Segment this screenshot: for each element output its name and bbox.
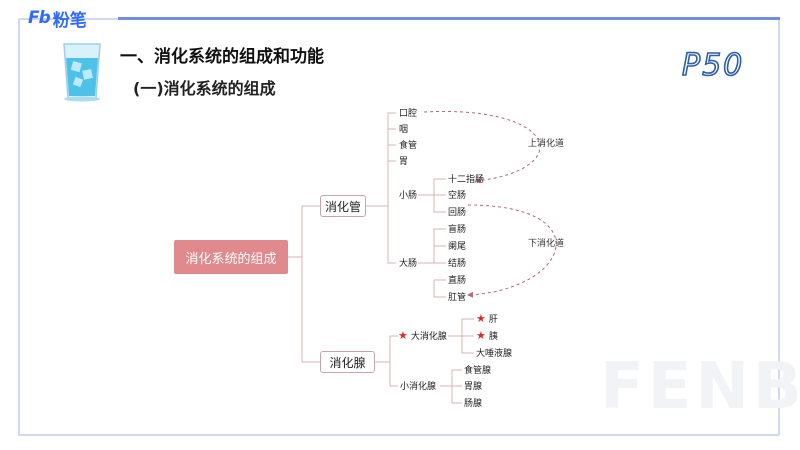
- node-digestive-gland: 消化腺: [320, 351, 375, 373]
- node-intestinal-gland: 肠腺: [464, 399, 483, 409]
- slide-frame: [18, 18, 780, 436]
- node-salivary-gland: 大唾液腺: [476, 349, 513, 359]
- node-anal-canal: 肛管: [448, 293, 467, 303]
- star-icon: ★: [476, 329, 486, 342]
- node-duodenum: 十二指肠: [448, 175, 485, 185]
- page-number-badge: P50: [681, 47, 745, 84]
- page-title: 一、消化系统的组成和功能: [120, 47, 324, 67]
- note-lower-tract: 下消化道: [528, 239, 565, 249]
- node-stomach: 胃: [399, 157, 409, 167]
- logo-text: 粉笔: [52, 10, 87, 31]
- header-accent-line: [118, 17, 780, 20]
- node-large-gland: ★大消化腺: [398, 329, 447, 342]
- brand-logo: Fb 粉笔: [28, 6, 87, 31]
- node-liver: ★肝: [476, 312, 498, 325]
- node-large-intestine: 大肠: [399, 259, 418, 269]
- logo-mark: Fb: [28, 8, 51, 28]
- node-cecum: 盲肠: [448, 225, 467, 235]
- node-pancreas: ★胰: [476, 329, 498, 342]
- star-icon: ★: [398, 329, 408, 342]
- node-gastric-gland: 胃腺: [464, 382, 483, 392]
- node-liver-label: 肝: [488, 315, 498, 325]
- node-digestive-tube: 消化管: [320, 195, 366, 217]
- note-upper-tract: 上消化道: [528, 139, 565, 149]
- section-subtitle: (一)消化系统的组成: [133, 79, 276, 98]
- root-node: 消化系统的组成: [174, 240, 288, 274]
- node-small-intestine: 小肠: [399, 191, 418, 201]
- node-esophageal-gland: 食管腺: [464, 366, 492, 376]
- node-colon: 结肠: [448, 259, 467, 269]
- node-esophagus: 食管: [399, 141, 418, 151]
- node-small-gland: 小消化腺: [400, 382, 437, 392]
- node-oral-cavity: 口腔: [399, 109, 418, 119]
- node-pharynx: 咽: [399, 125, 409, 135]
- node-appendix: 阑尾: [448, 242, 467, 252]
- brand-watermark: FENBI: [600, 350, 800, 424]
- node-large-gland-label: 大消化腺: [410, 332, 447, 342]
- water-glass-icon: [52, 40, 112, 106]
- node-rectum: 直肠: [448, 276, 467, 286]
- star-icon: ★: [476, 312, 486, 325]
- node-pancreas-label: 胰: [488, 332, 498, 342]
- node-ileum: 回肠: [448, 208, 467, 218]
- node-jejunum: 空肠: [448, 191, 467, 201]
